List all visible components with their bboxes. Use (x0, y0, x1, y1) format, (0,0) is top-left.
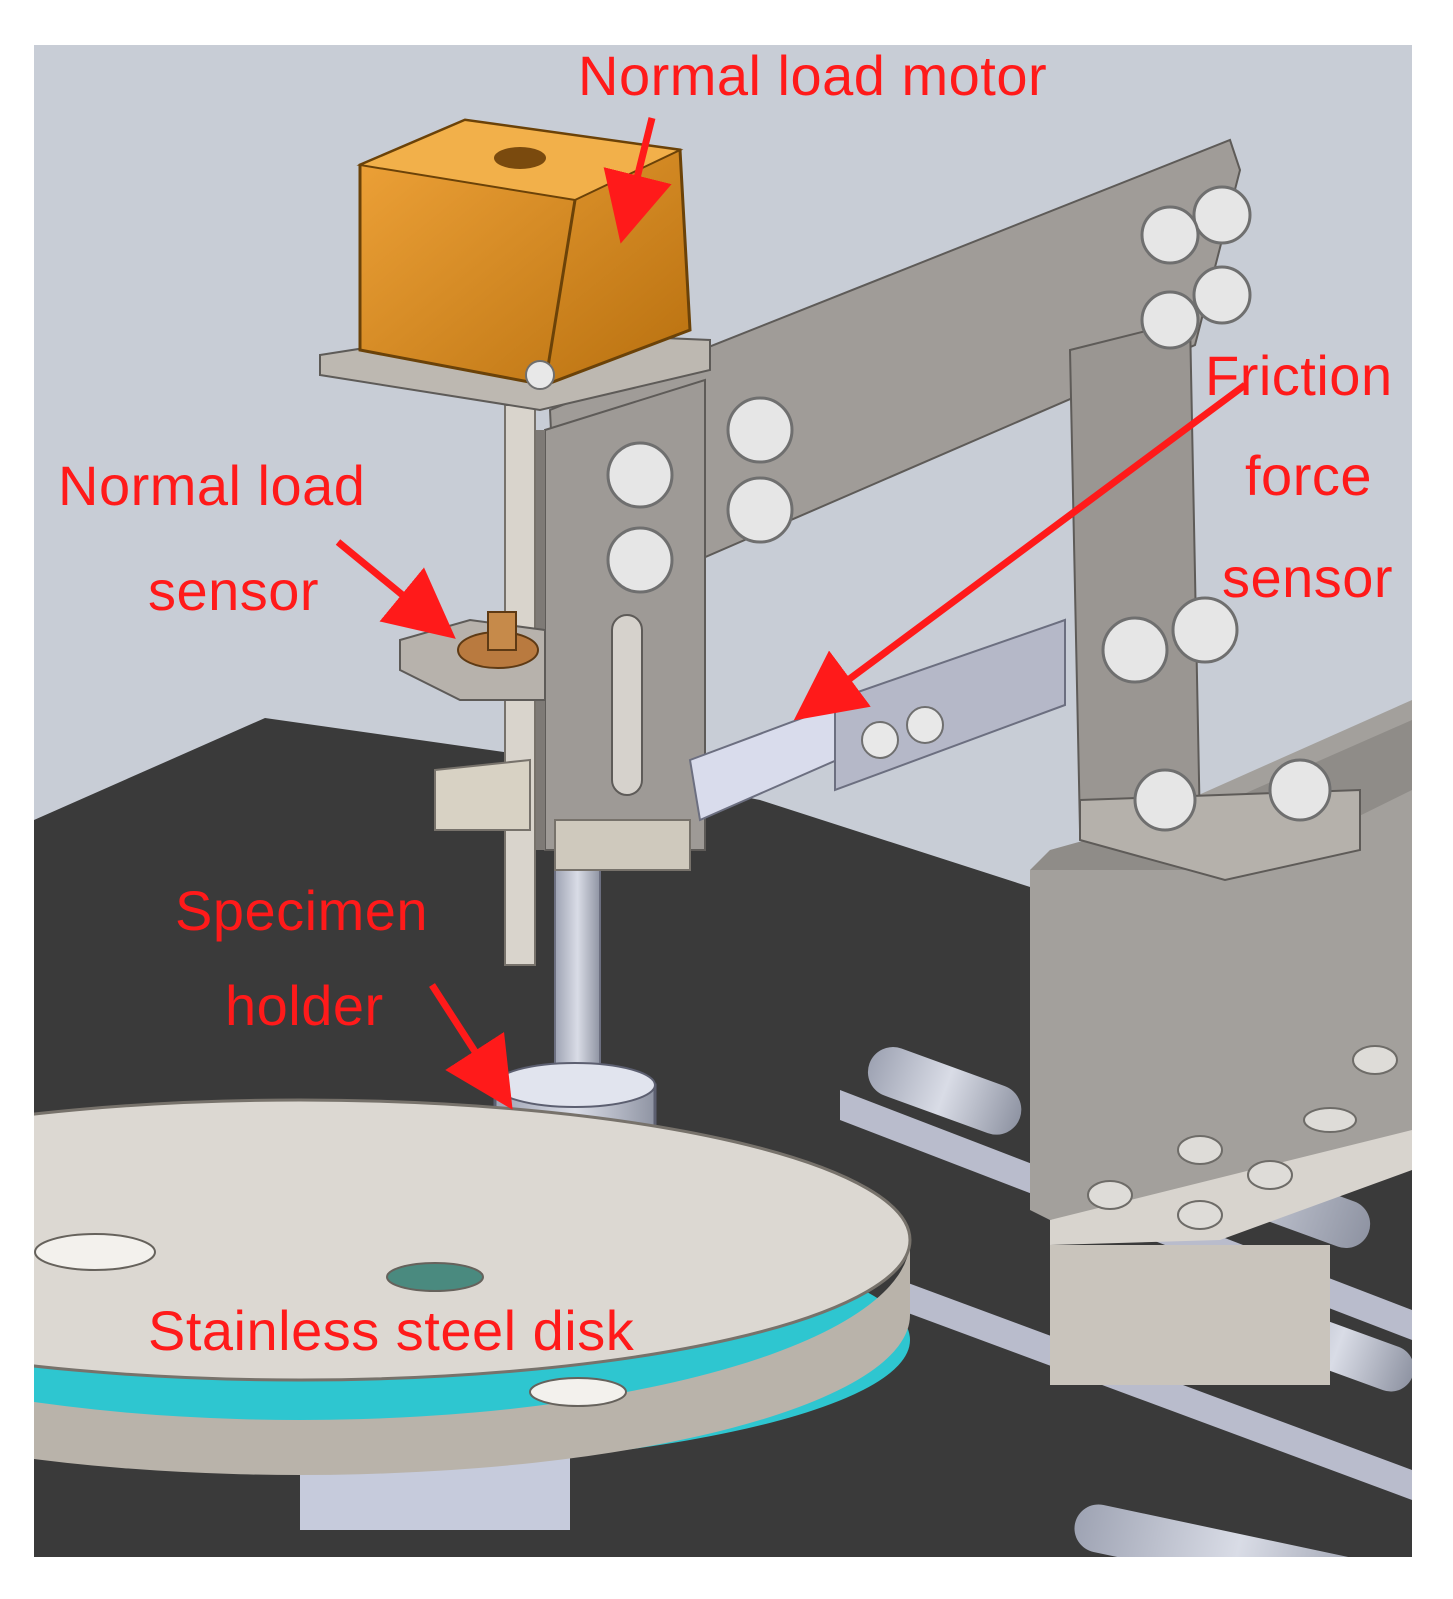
load-sensor-label-line1: Normal load (58, 454, 365, 517)
friction-label-line3: sensor (1222, 546, 1393, 609)
load-sensor-plate (399, 611, 691, 871)
holder-label-line1: Specimen (175, 879, 428, 942)
border-top (0, 0, 1453, 45)
stainless-steel-disk (0, 1098, 912, 1475)
disk-label: Stainless steel disk (148, 1299, 635, 1362)
holder-arrow (429, 983, 513, 1110)
motor-arrow (603, 117, 672, 244)
friction-label-line1: Friction (1205, 344, 1393, 407)
friction-sensor-beam (688, 618, 1066, 822)
annotation-arrows (335, 117, 1248, 1110)
friction-label-line2: force (1245, 444, 1372, 507)
border-right (1412, 0, 1453, 1599)
load-sensor-label-line2: sensor (148, 559, 319, 622)
border-bottom (0, 1557, 1453, 1599)
motor-assembly (319, 118, 711, 412)
friction-sensor-arrow (793, 382, 1248, 721)
holder-label-line2: holder (225, 974, 384, 1037)
bracket-bolts (606, 185, 1332, 832)
motor-label: Normal load motor (578, 44, 1047, 107)
load-sensor-arrow (335, 539, 456, 639)
